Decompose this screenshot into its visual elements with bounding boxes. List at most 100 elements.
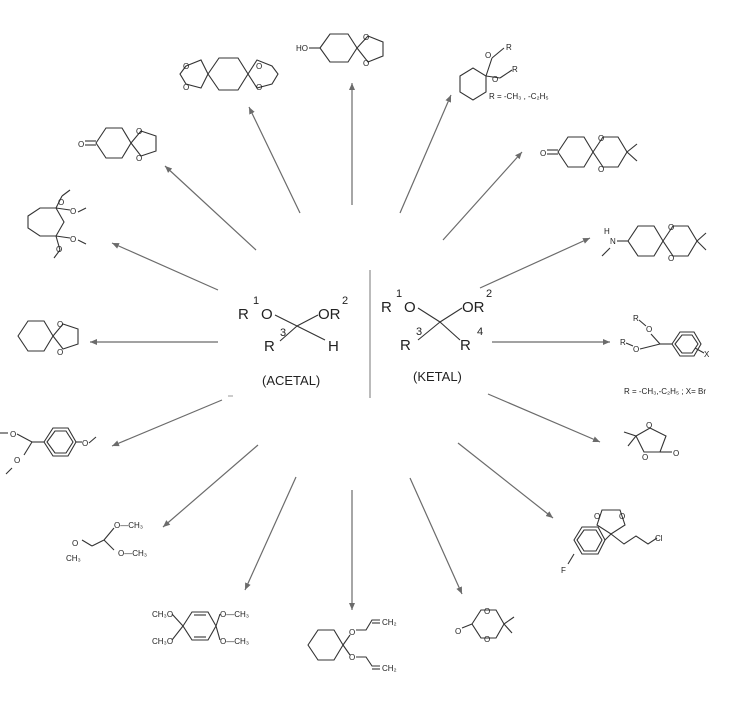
atom-label: X [704, 350, 710, 359]
atom-label: O—CH₃ [114, 521, 143, 530]
structure-cyclohexanedione-monoketal: O O O [78, 127, 157, 163]
atom-label: O [642, 453, 648, 462]
arrow-to-keto-ketal [164, 165, 257, 251]
atom-label: O [619, 512, 625, 521]
atom-label: O [78, 140, 84, 149]
ketal-r3-sup: 3 [416, 326, 422, 338]
atom-label: O [57, 320, 63, 329]
atom-label: O [183, 62, 189, 71]
ketal-r4-sup: 4 [477, 326, 483, 338]
atom-label: O [646, 421, 652, 430]
structure-tetramethoxypropane: O—CH₃ O—CH₃ O CH₃ [66, 521, 147, 563]
atom-label: O [70, 207, 76, 216]
arrow-to-methylamino-spiro [479, 237, 591, 289]
structure-dimethyl-dioxolanone: O O O [623, 421, 679, 462]
acetal-or2: OR [318, 306, 341, 323]
atom-label: O [594, 512, 600, 521]
atom-label: O [673, 449, 679, 458]
atom-label: O [10, 430, 16, 439]
atom-label: R [633, 314, 639, 323]
atom-label: O [598, 134, 604, 143]
atom-label: O [136, 154, 142, 163]
atom-label: CH₃ [66, 554, 81, 563]
reaction-arrows [90, 83, 610, 610]
atom-label: O—CH₃ [118, 549, 147, 558]
structure-spiro-dioxane-cyclohexanone: O O O [540, 134, 638, 174]
atom-label: H [604, 227, 610, 236]
structure-bis-dioxolane-cyclohexane: O O O O [179, 57, 279, 92]
acetal-r1-sup: 1 [253, 295, 259, 307]
atom-label: O [484, 635, 490, 644]
atom-label: O [668, 254, 674, 263]
atom-label: CH₂ [382, 618, 397, 627]
atom-label: O—CH₃ [220, 610, 249, 619]
arrow-to-dioxolanone [487, 393, 601, 443]
acetal-o-left: O [261, 306, 273, 323]
atom-label: O [363, 59, 369, 68]
atom-label: O [484, 607, 490, 616]
ketal-caption: (KETAL) [413, 369, 462, 384]
structure-diallyloxy-cyclohexane: O O CH₂ CH₂ [307, 618, 397, 673]
atom-label: O [668, 223, 674, 232]
atom-label: O [183, 83, 189, 92]
arrow-to-fluorophenyl-dioxolane [457, 442, 554, 519]
arrow-to-anisaldehyde-acetal [111, 399, 223, 447]
atom-label: O [646, 325, 652, 334]
arrow-to-tetramethoxy-cyclohexadiene [244, 476, 297, 591]
atom-label: CH₃O [152, 610, 173, 619]
atom-label: N [610, 237, 616, 246]
arrow-to-dialkoxy-cyclohexane [399, 94, 452, 214]
atom-label: CH₂ [382, 664, 397, 673]
acetal-caption: (ACETAL) [262, 373, 320, 388]
acetal-r3-sup: 3 [280, 327, 286, 339]
atom-label: O [363, 33, 369, 42]
arrow-to-tetramethoxypropane [162, 444, 259, 528]
acetal-r1: R [238, 306, 249, 323]
atom-label: O [70, 235, 76, 244]
atom-label: R [620, 338, 626, 347]
atom-label: O—CH₃ [220, 637, 249, 646]
arrow-to-bis-ketal [248, 106, 301, 214]
atom-label: O [136, 127, 142, 136]
structure-methylamino-spiro-dioxane: H N O O [601, 223, 707, 263]
atom-label: O [256, 83, 262, 92]
structure-cyclohexanone-ethylene-ketal: O O [17, 320, 79, 357]
structure-anisaldehyde-dimethyl-acetal: O O O [0, 427, 97, 475]
atom-label: O [540, 149, 546, 158]
atom-label: Cl [655, 534, 663, 543]
atom-label: O [14, 456, 20, 465]
ketal-r4: R [460, 337, 471, 354]
arrow-to-dioxanone [409, 477, 463, 595]
atom-label: O [58, 198, 64, 207]
atom-label: O [349, 628, 355, 637]
atom-label: R [506, 43, 512, 52]
ketal-r1: R [381, 299, 392, 316]
acetal-structure: R 1 O OR 2 R 3 H (ACETAL) [238, 295, 348, 388]
ketal-r1-sup: 1 [396, 288, 402, 300]
atom-label: O [72, 539, 78, 548]
atom-label: O [485, 51, 491, 60]
atom-label: O [57, 348, 63, 357]
ketal-r3: R [400, 337, 411, 354]
atom-label: O [598, 165, 604, 174]
atom-label: F [561, 566, 566, 575]
note-r-alkyl: R = -CH₃ , -C₂H₅ [489, 92, 549, 101]
atom-label: O [56, 245, 62, 254]
acetal-r2-sup: 2 [342, 295, 348, 307]
structure-dialkoxy-cyclohexane: O R O R R = -CH₃ , -C₂H₅ [459, 43, 549, 101]
structure-dimethyl-dioxanone: O O O [455, 607, 515, 644]
acetal-h: H [328, 338, 339, 355]
ketal-structure: R 1 O OR 2 R 3 R 4 (KETAL) [381, 288, 492, 384]
atom-label: CH₃O [152, 637, 173, 646]
atom-label: O [349, 653, 355, 662]
atom-label: O [256, 62, 262, 71]
atom-label: R [512, 65, 518, 74]
ketal-r2-sup: 2 [486, 288, 492, 300]
structure-tetramethoxy-cyclohexane: O O O O [27, 189, 87, 259]
atom-label: O [492, 75, 498, 84]
ketal-or2: OR [462, 299, 485, 316]
arrow-to-tetramethoxy-cyclohexane [111, 242, 219, 291]
ketal-o-left: O [404, 299, 416, 316]
structure-tetramethoxy-cyclohexadiene: CH₃O CH₃O O—CH₃ O—CH₃ [152, 610, 249, 646]
